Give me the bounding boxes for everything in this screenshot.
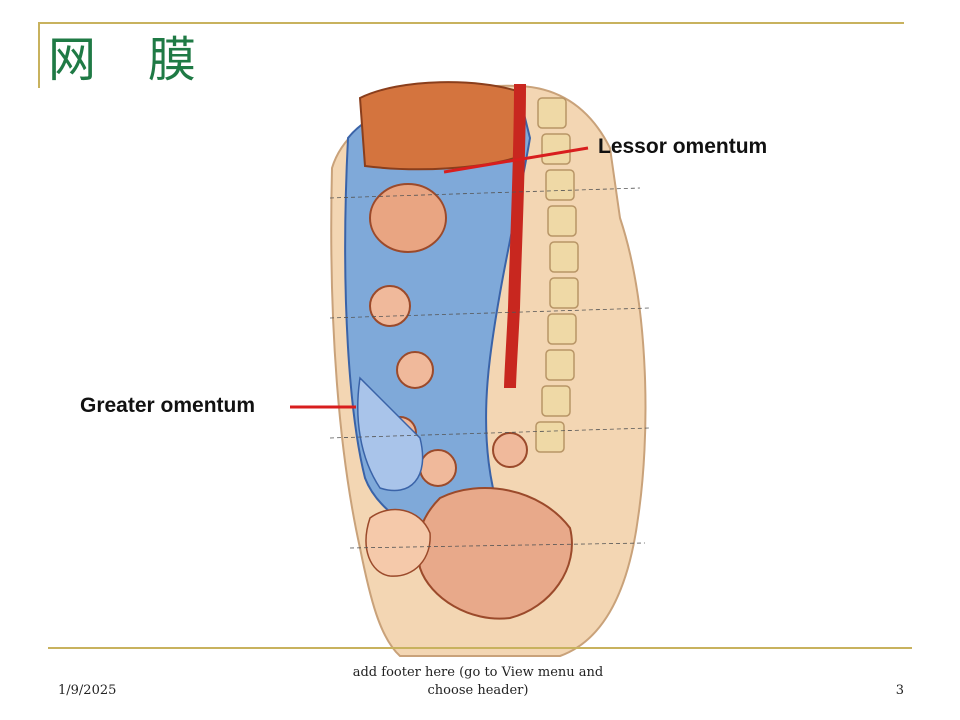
- section-lines: [329, 187, 651, 549]
- top-rule: [38, 22, 904, 24]
- vertebral-column: [535, 97, 579, 453]
- page-number: 3: [895, 683, 904, 698]
- greater-omentum: [357, 376, 424, 492]
- footer-text: add footer here (go to View menu and cho…: [352, 665, 604, 698]
- slide-title: 网 膜: [48, 32, 199, 88]
- label-greater-omentum: Greater omentum: [80, 394, 256, 417]
- liver: [358, 81, 522, 171]
- bottom-rule: [48, 647, 912, 649]
- anatomical-illustration: [329, 81, 651, 657]
- stomach: [369, 183, 447, 253]
- label-lessor-omentum: Lessor omentum: [598, 135, 768, 158]
- aorta: [504, 83, 526, 389]
- footer-date: 1/9/2025: [58, 683, 117, 698]
- left-rule: [38, 24, 40, 88]
- bladder: [365, 508, 431, 577]
